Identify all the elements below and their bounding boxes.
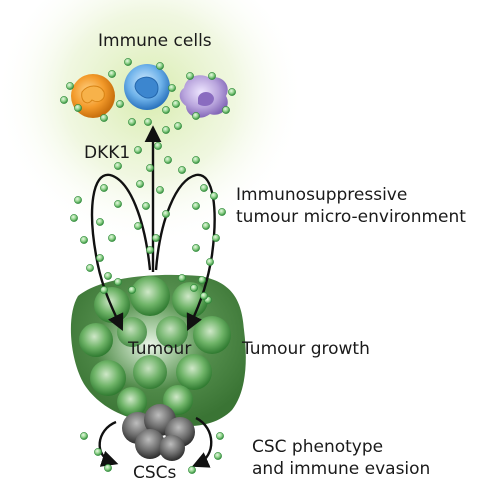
dkk1-particle <box>114 162 122 170</box>
dkk1-particle <box>190 284 198 292</box>
arrow-left-loop <box>90 173 152 332</box>
dkk1-particle <box>200 184 208 192</box>
dkk1-particle <box>216 432 224 440</box>
dkk1-particle <box>96 254 104 262</box>
dkk1-particle <box>156 186 164 194</box>
dkk1-particle <box>128 118 136 126</box>
dkk1-particle <box>162 210 170 218</box>
dkk1-particle <box>222 106 230 114</box>
immune-cells-label: Immune cells <box>98 31 212 51</box>
dkk1-particle <box>146 164 154 172</box>
dkk1-particle <box>188 466 196 474</box>
immunosuppressive-label-line1: Immunosuppressive <box>236 185 407 205</box>
dkk1-particle <box>192 202 200 210</box>
dkk1-particle <box>192 156 200 164</box>
dkk1-particle <box>162 106 170 114</box>
dkk1-particle <box>200 292 208 300</box>
dkk1-particle <box>124 58 132 66</box>
dkk1-particle <box>212 234 220 242</box>
dkk1-particle <box>214 452 222 460</box>
csc-cluster <box>122 404 195 461</box>
dkk1-particle <box>100 114 108 122</box>
dkk1-particle <box>186 72 194 80</box>
dkk1-particle <box>142 202 150 210</box>
tumour-growth-label: Tumour growth <box>241 339 370 359</box>
arrow-right-loop <box>154 173 216 332</box>
dkk1-particle <box>94 448 102 456</box>
dkk1-particle <box>228 88 236 96</box>
dkk1-particle <box>162 126 170 134</box>
dkk1-particle <box>86 264 94 272</box>
dkk1-particle <box>154 142 162 150</box>
dkk1-particle <box>218 208 226 216</box>
dkk1-particle <box>100 184 108 192</box>
dkk1-particle <box>168 84 176 92</box>
dkk1-particle <box>134 146 142 154</box>
dkk1-particle <box>114 200 122 208</box>
dkk1-particle <box>174 122 182 130</box>
dkk1-particle <box>206 258 214 266</box>
immunosuppressive-label-line2: tumour micro-environment <box>236 207 466 227</box>
dkk1-particle <box>172 100 180 108</box>
dkk1-particle <box>60 96 68 104</box>
dkk1-particle <box>144 118 152 126</box>
orange-immune-cell <box>71 74 115 118</box>
csc-phenotype-label-line2: and immune evasion <box>252 459 430 479</box>
dkk1-particle <box>74 196 82 204</box>
dkk1-particle <box>134 222 142 230</box>
dkk1-particle <box>66 82 74 90</box>
dkk1-particle <box>164 156 172 164</box>
dkk1-particle <box>108 70 116 78</box>
tumour-label: Tumour <box>127 339 191 359</box>
dkk1-particles <box>60 58 236 474</box>
dkk1-particle <box>178 274 186 282</box>
dkk1-particle <box>210 192 218 200</box>
csc-phenotype-label-line1: CSC phenotype <box>252 437 383 457</box>
dkk1-particle <box>104 272 112 280</box>
dkk1-particle <box>80 432 88 440</box>
blue-immune-cell <box>124 64 170 110</box>
arrow-csc-left <box>98 420 119 467</box>
dkk1-particle <box>198 276 206 284</box>
cscs-label: CSCs <box>133 463 177 483</box>
dkk1-particle <box>128 286 136 294</box>
dkk1-particle <box>192 244 200 252</box>
dkk1-particle <box>146 246 154 254</box>
dkk1-particle <box>208 72 216 80</box>
dkk1-particle <box>70 214 78 222</box>
arrow-csc-right <box>191 416 213 468</box>
dkk1-label: DKK1 <box>84 143 130 163</box>
dkk1-particle <box>96 218 104 226</box>
purple-immune-cell <box>179 75 228 118</box>
dkk1-particle <box>202 222 210 230</box>
dkk1-particle <box>74 104 82 112</box>
dkk1-particle <box>104 464 112 472</box>
dkk1-particle <box>178 166 186 174</box>
dkk1-particle <box>136 180 144 188</box>
dkk1-particle <box>114 278 122 286</box>
dkk1-particle <box>80 236 88 244</box>
dkk1-particle <box>116 100 124 108</box>
dkk1-particle <box>152 234 160 242</box>
dkk1-particle <box>100 286 108 294</box>
dkk1-particle <box>108 234 116 242</box>
dkk1-particle <box>192 112 200 120</box>
dkk1-particle <box>156 62 164 70</box>
